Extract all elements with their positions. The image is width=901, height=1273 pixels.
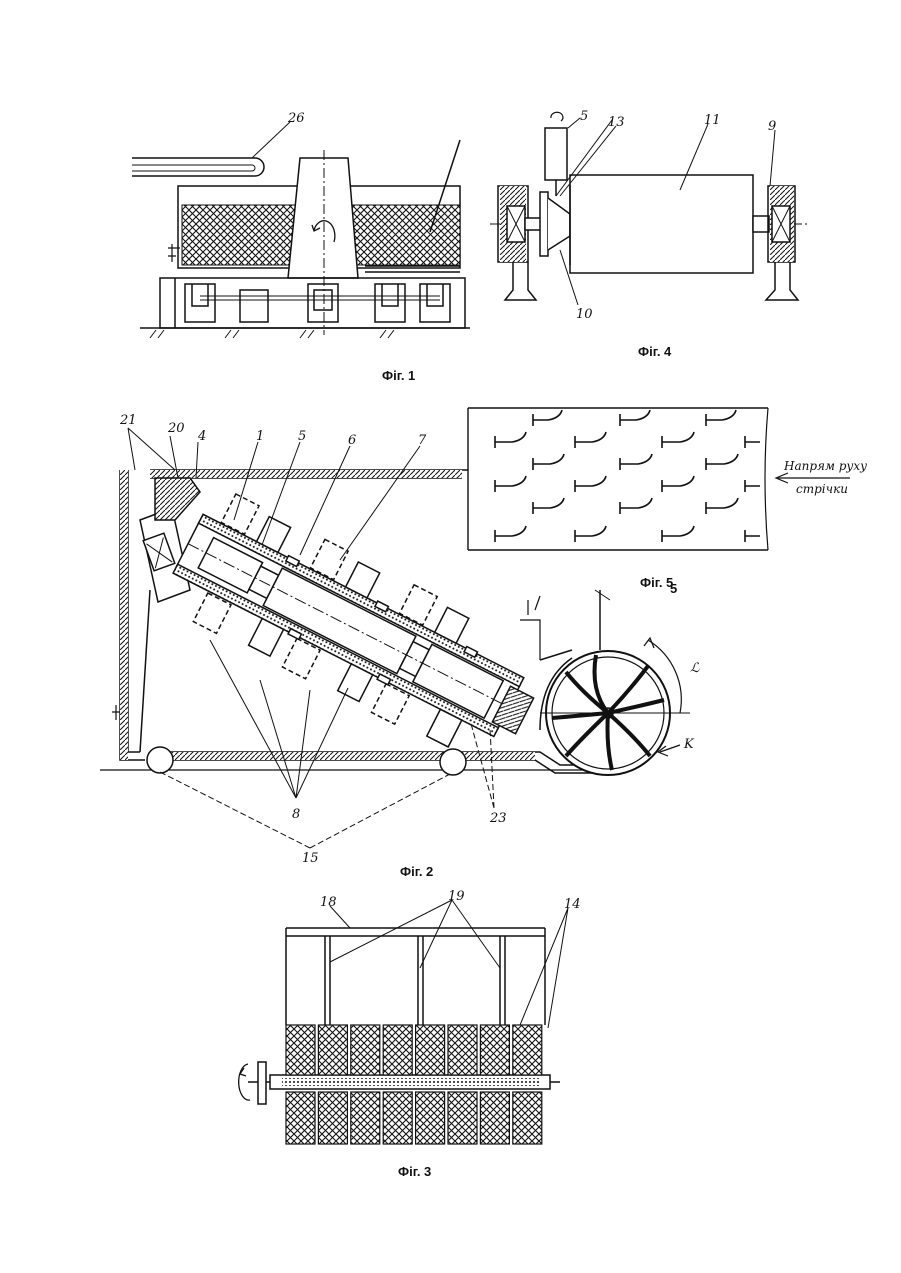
brush-block <box>480 1025 509 1075</box>
fig1-caption: Фіг. 1 <box>382 368 415 383</box>
label-9: 9 <box>768 119 776 134</box>
brush-block <box>480 1092 509 1144</box>
label-14: 14 <box>564 897 581 912</box>
brush-block <box>383 1092 412 1144</box>
fig4-caption: Фіг. 4 <box>638 344 672 359</box>
label-26: 26 <box>287 111 305 126</box>
label-15: 15 <box>302 851 319 866</box>
brush-block <box>383 1025 412 1075</box>
brush-block <box>416 1025 445 1075</box>
label-alpha: ℒ <box>690 661 700 676</box>
brush-block <box>318 1025 347 1075</box>
label-K: K <box>683 737 695 752</box>
brush-block <box>318 1092 347 1144</box>
label-23: 23 <box>489 811 507 826</box>
label-20: 20 <box>167 421 185 436</box>
brush-block <box>416 1092 445 1144</box>
label-18: 18 <box>320 895 337 910</box>
label-5: 5 <box>298 429 306 444</box>
label-7: 7 <box>418 433 427 448</box>
brush-block <box>286 1092 315 1144</box>
label-21: 21 <box>119 413 137 428</box>
brush-block <box>513 1025 542 1075</box>
fig3-caption: Фіг. 3 <box>398 1164 431 1179</box>
fig5-caption: Фіг. 5 <box>640 575 673 590</box>
label-13: 13 <box>608 115 625 130</box>
brush-block <box>448 1025 477 1075</box>
brush-block <box>351 1092 380 1144</box>
brush-block <box>286 1025 315 1075</box>
label-6: 6 <box>348 433 356 448</box>
label-fig2-5: 5 <box>670 581 677 596</box>
label-8: 8 <box>292 807 300 822</box>
brush-block <box>513 1092 542 1144</box>
label-1: 1 <box>256 429 264 444</box>
label-4: 4 <box>197 429 206 444</box>
fig2-caption: Фіг. 2 <box>400 864 433 879</box>
brush-block <box>351 1025 380 1075</box>
direction-label-line2: стрічки <box>796 482 848 496</box>
label-10: 10 <box>576 307 593 322</box>
brush-block <box>448 1092 477 1144</box>
direction-label-line1: Напрям руху <box>783 459 867 473</box>
label-19: 19 <box>448 889 465 904</box>
label-fig4-5: 5 <box>580 109 588 124</box>
label-11: 11 <box>704 113 721 128</box>
